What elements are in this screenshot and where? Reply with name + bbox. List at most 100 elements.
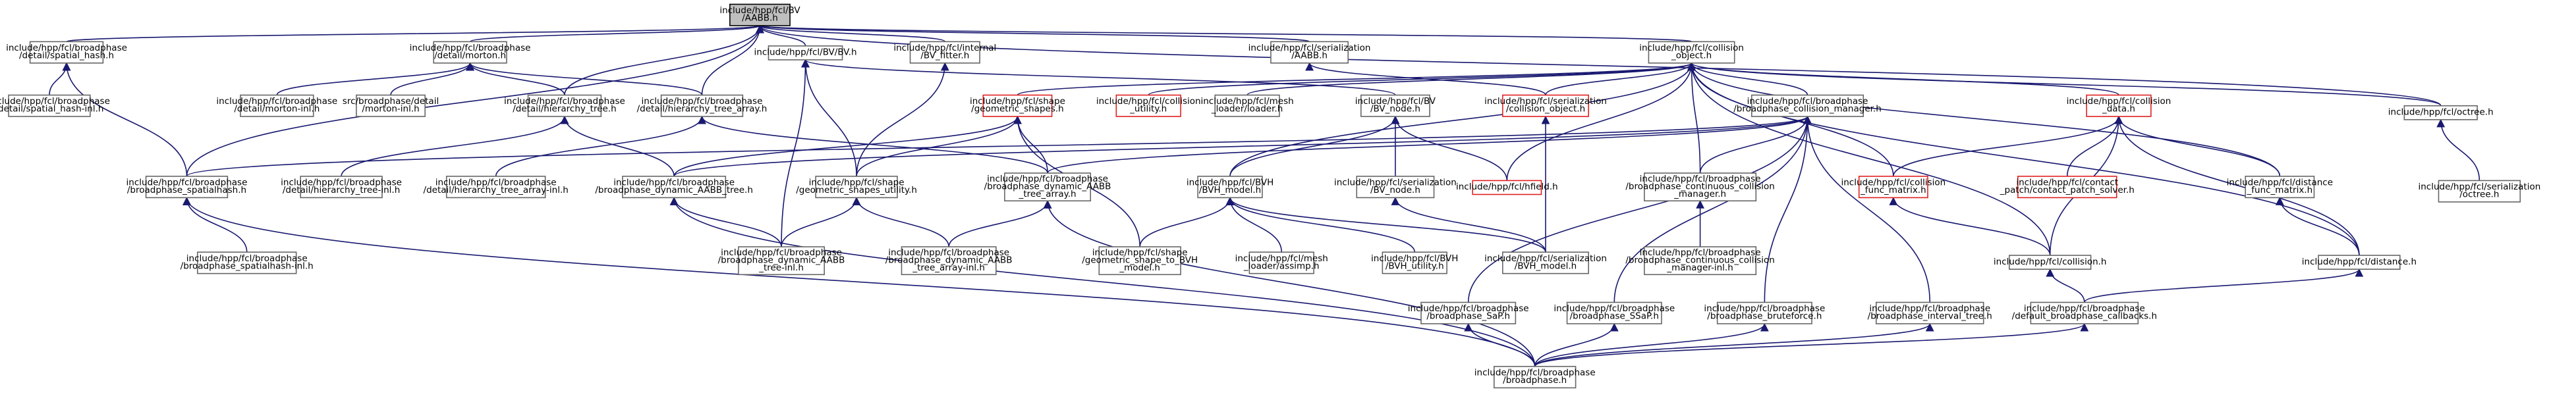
node-box[interactable] [1360, 94, 1430, 117]
node-box[interactable] [1502, 94, 1589, 117]
node-interval-tree[interactable]: include/hpp/fcl/broadphase/broadphase_in… [1868, 301, 1992, 324]
node-continuous-manager-inl[interactable]: include/hpp/fcl/broadphase/broadphase_co… [1625, 246, 1775, 276]
node-box[interactable] [622, 176, 727, 199]
node-box[interactable] [1115, 94, 1181, 117]
node-spatialhash-inl[interactable]: include/hpp/fcl/broadphase/broadphase_sp… [181, 251, 314, 274]
node-box[interactable] [1214, 94, 1280, 117]
node-box[interactable] [909, 41, 980, 64]
node-morton-inl1[interactable]: include/hpp/fcl/broadphase/detail/morton… [216, 94, 337, 117]
node-hierarchy-tree-array-inl[interactable]: include/hpp/fcl/broadphase/detail/hierar… [424, 176, 569, 199]
node-box[interactable] [1494, 366, 1577, 389]
node-bruteforce[interactable]: include/hpp/fcl/broadphase/broadphase_br… [1704, 301, 1825, 324]
node-shape-to-bvh[interactable]: include/hpp/fcl/shape/geometric_shape_to… [1082, 246, 1198, 276]
node-bvh-model[interactable]: include/hpp/fcl/BVH/BVH_model.h [1187, 176, 1274, 199]
node-distance-func-matrix[interactable]: include/hpp/fcl/distance_func_matrix.h [2227, 176, 2333, 199]
node-box[interactable] [1566, 301, 1662, 324]
node-collision-func-matrix[interactable]: include/hpp/fcl/collision_func_matrix.h [1841, 176, 1946, 199]
node-box[interactable] [29, 41, 104, 64]
node-box[interactable] [1248, 251, 1314, 274]
node-obb-fitter[interactable]: include/hpp/fcl/internal/BV_fitter.h [893, 41, 996, 64]
node-hfield[interactable]: include/hpp/fcl/hfield.h [1456, 180, 1558, 195]
node-ssap[interactable]: include/hpp/fcl/broadphase/broadphase_SS… [1554, 301, 1675, 324]
node-bv-node[interactable]: include/hpp/fcl/BV/BV_node.h [1355, 94, 1436, 117]
node-hierarchy-tree-array[interactable]: include/hpp/fcl/broadphase/detail/hierar… [637, 94, 768, 117]
node-dyn-aabb-tree-array[interactable]: include/hpp/fcl/broadphase/broadphase_dy… [984, 172, 1111, 202]
node-box[interactable] [240, 94, 314, 117]
node-root[interactable]: include/hpp/fcl/BV/AABB.h [719, 3, 800, 26]
node-default-callbacks[interactable]: include/hpp/fcl/broadphase/default_broad… [2012, 301, 2157, 324]
node-box[interactable] [982, 94, 1053, 117]
node-box[interactable] [527, 94, 602, 117]
node-ser-bvh-model[interactable]: include/hpp/fcl/serialization/BVH_model.… [1484, 251, 1607, 274]
node-box[interactable] [2086, 94, 2152, 117]
node-collision-object[interactable]: include/hpp/fcl/collision_object.h [1639, 41, 1744, 64]
node-box[interactable] [356, 94, 426, 117]
node-broadphase[interactable]: include/hpp/fcl/broadphase/broadphase.h [1474, 366, 1596, 389]
node-spatial-hash-inl[interactable]: include/hpp/fcl/broadphase/detail/spatia… [0, 94, 110, 117]
node-box[interactable] [815, 176, 898, 199]
node-box[interactable] [1420, 301, 1517, 324]
node-box[interactable] [433, 41, 507, 64]
node-box[interactable] [1644, 172, 1757, 202]
node-box[interactable] [1356, 176, 1435, 199]
node-box[interactable] [2438, 180, 2521, 203]
node-octree[interactable]: include/hpp/fcl/octree.h [2388, 105, 2494, 120]
node-box[interactable] [768, 45, 843, 61]
node-box[interactable] [2009, 255, 2092, 270]
node-box[interactable] [2245, 176, 2315, 199]
node-shapes-utility[interactable]: include/hpp/fcl/shape/geometric_shapes_u… [796, 176, 917, 199]
node-mesh-loader[interactable]: include/hpp/fcl/mesh_loader/loader.h [1200, 94, 1294, 117]
node-hierarchy-tree[interactable]: include/hpp/fcl/broadphase/detail/hierar… [504, 94, 625, 117]
node-box[interactable] [1197, 176, 1263, 199]
node-box[interactable] [8, 94, 91, 117]
node-spatialhash[interactable]: include/hpp/fcl/broadphase/broadphase_sp… [126, 176, 248, 199]
node-dyn-aabb-tree-inl[interactable]: include/hpp/fcl/broadphase/broadphase_dy… [718, 246, 845, 276]
node-ser-octree[interactable]: include/hpp/fcl/serialization/octree.h [2418, 180, 2540, 203]
node-box[interactable] [660, 94, 744, 117]
node-morton-inl2[interactable]: src/broadphase/detail/morton-inl.h [343, 94, 439, 117]
node-morton[interactable]: include/hpp/fcl/broadphase/detail/morton… [410, 41, 531, 64]
node-box[interactable] [1382, 251, 1447, 274]
node-collision-utility[interactable]: include/hpp/fcl/collision_utility.h [1096, 94, 1201, 117]
node-spatial-hash[interactable]: include/hpp/fcl/broadphase/detail/spatia… [6, 41, 127, 64]
node-box[interactable] [2017, 176, 2117, 199]
node-box[interactable] [300, 176, 383, 199]
node-box[interactable] [2318, 255, 2401, 270]
node-box[interactable] [1502, 251, 1589, 274]
node-collision[interactable]: include/hpp/fcl/collision.h [1994, 255, 2107, 270]
node-box[interactable] [1644, 246, 1757, 276]
node-collision-data[interactable]: include/hpp/fcl/collision_data.h [2067, 94, 2171, 117]
node-assimp[interactable]: include/hpp/fcl/mesh_loader/assimp.h [1235, 251, 1328, 274]
node-box[interactable] [1004, 172, 1092, 202]
node-geometric-shapes[interactable]: include/hpp/fcl/shape/geometric_shapes.h [970, 94, 1065, 117]
node-dyn-aabb-tree[interactable]: include/hpp/fcl/broadphase/broadphase_dy… [595, 176, 753, 199]
node-box[interactable] [1472, 180, 1542, 195]
node-ser-bv-node[interactable]: include/hpp/fcl/serialization/BV_node.h [1334, 176, 1457, 199]
node-box[interactable] [738, 246, 826, 276]
node-box[interactable] [729, 3, 791, 26]
node-box[interactable] [196, 251, 297, 274]
node-box[interactable] [1858, 176, 1928, 199]
node-bvh-utility[interactable]: include/hpp/fcl/BVH/BVH_utility.h [1371, 251, 1458, 274]
node-sap[interactable]: include/hpp/fcl/broadphase/broadphase_Sa… [1408, 301, 1529, 324]
node-ser-collision-object[interactable]: include/hpp/fcl/serialization/collision_… [1484, 94, 1607, 117]
node-box[interactable] [1098, 246, 1181, 276]
node-box[interactable] [901, 246, 997, 276]
node-box[interactable] [1270, 41, 1349, 64]
node-box[interactable] [1716, 301, 1812, 324]
node-ser-aabb[interactable]: include/hpp/fcl/serialization/AABB.h [1248, 41, 1371, 64]
node-box[interactable] [445, 176, 546, 199]
node-box[interactable] [2403, 105, 2478, 120]
node-box[interactable] [2030, 301, 2139, 324]
node-hierarchy-tree-inl[interactable]: include/hpp/fcl/broadphase/detail/hierar… [281, 176, 402, 199]
node-contact-patch-solver[interactable]: include/hpp/fcl/contact_patch/contact_pa… [2000, 176, 2135, 199]
node-box[interactable] [1875, 301, 1984, 324]
node-broadphase-collision-manager[interactable]: include/hpp/fcl/broadphase/broadphase_co… [1733, 94, 1882, 117]
node-box[interactable] [1751, 94, 1864, 117]
node-dyn-aabb-tree-array-inl[interactable]: include/hpp/fcl/broadphase/broadphase_dy… [885, 246, 1013, 276]
node-bvh-bv[interactable]: include/hpp/fcl/BV/BV.h [754, 45, 857, 61]
node-box[interactable] [1648, 41, 1735, 64]
node-continuous-manager[interactable]: include/hpp/fcl/broadphase/broadphase_co… [1625, 172, 1775, 202]
node-box[interactable] [145, 176, 229, 199]
node-distance[interactable]: include/hpp/fcl/distance.h [2302, 255, 2417, 270]
